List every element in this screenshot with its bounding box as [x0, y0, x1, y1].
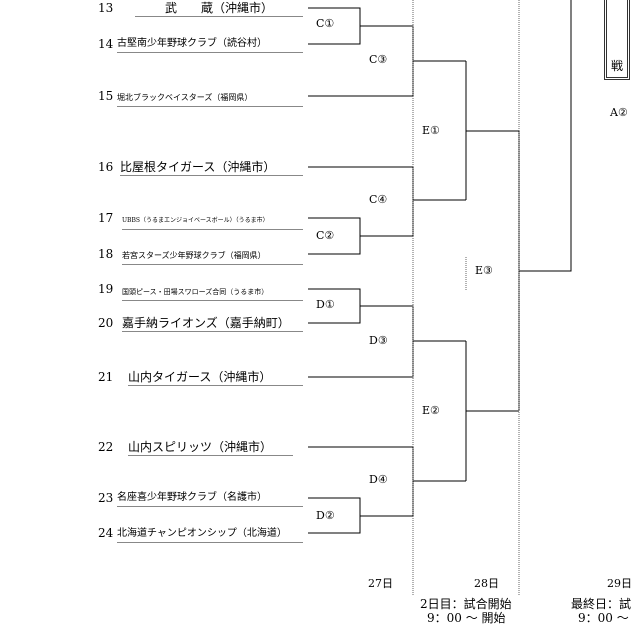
match-e2: E②	[422, 404, 440, 417]
date-27: 27日	[368, 577, 393, 590]
team-no: 20	[98, 316, 114, 330]
match-c1: C①	[316, 17, 335, 30]
match-a2: A②	[610, 106, 628, 119]
team-name: 若宮スターズ少年野球クラブ（福岡県）	[122, 249, 303, 265]
team-name: 山内スピリッツ（沖縄市）	[128, 440, 293, 456]
team-name: 比屋根タイガース（沖縄市）	[120, 160, 303, 176]
match-d1: D①	[316, 298, 335, 311]
team-name: 山内タイガース（沖縄市）	[128, 370, 303, 386]
team-no: 19	[98, 282, 114, 296]
match-d3: D③	[369, 334, 388, 347]
team-no: 23	[98, 491, 114, 505]
match-c4: C④	[369, 193, 388, 206]
team-name: 堀北ブラックベイスターズ（福岡県）	[117, 91, 303, 107]
match-d4: D④	[369, 473, 388, 486]
date-29: 29日	[607, 577, 632, 590]
team-no: 14	[98, 37, 114, 51]
team-no: 13	[98, 1, 114, 15]
final-day-time: 9：00 〜	[578, 611, 629, 625]
team-name: 古堅南少年野球クラブ（読谷村）	[117, 37, 303, 53]
team-name: 国頭ピース・田場スワローズ合同（うるま市）	[122, 285, 303, 301]
team-no: 16	[98, 160, 114, 174]
final-box-label: 戦	[611, 59, 624, 73]
team-no: 15	[98, 89, 114, 103]
day2-start-label: 2日目：試合開始	[420, 597, 512, 611]
team-no: 17	[98, 211, 114, 225]
match-c3: C③	[369, 53, 388, 66]
team-name: 名座喜少年野球クラブ（名護市）	[117, 491, 303, 507]
team-name: 嘉手納ライオンズ（嘉手納町）	[122, 316, 303, 332]
day2-start-time: 9：00 〜 開始	[427, 611, 506, 625]
team-name: UBBS（うるまエンジョイベースボール）（うるま市）	[122, 214, 303, 230]
date-28: 28日	[474, 577, 499, 590]
team-no: 18	[98, 247, 114, 261]
team-no: 21	[98, 370, 114, 384]
team-name: 北海道チャンピオンシップ（北海道）	[117, 527, 303, 543]
team-name: 武 蔵（沖縄市）	[135, 1, 303, 17]
final-day-label: 最終日：試	[571, 597, 632, 611]
match-d2: D②	[316, 509, 335, 522]
team-no: 22	[98, 440, 114, 454]
match-e3: E③	[475, 264, 493, 277]
team-no: 24	[98, 526, 114, 540]
final-box: 戦	[604, 0, 630, 80]
match-e1: E①	[422, 124, 440, 137]
match-c2: C②	[316, 229, 335, 242]
